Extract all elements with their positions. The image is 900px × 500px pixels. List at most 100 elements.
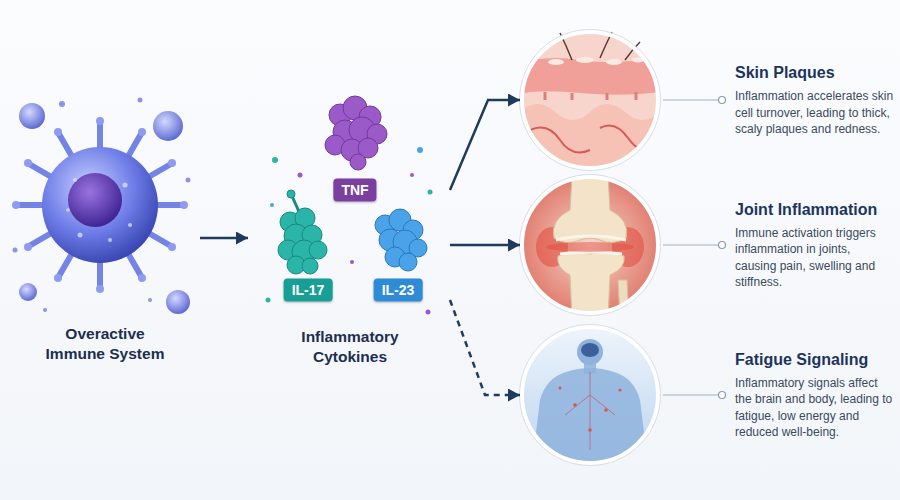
skin-illustration: [522, 32, 658, 168]
immune-cell: [12, 98, 191, 315]
cytokine-name: TNF: [341, 182, 368, 199]
immune-cell: [13, 98, 191, 313]
cytokine-molecules: [272, 157, 278, 163]
leader-line: [663, 245, 718, 246]
cytokine-name: IL-23: [382, 282, 415, 299]
immune-cell: [180, 201, 188, 209]
joint-illustration: [546, 242, 634, 252]
skin-illustration: [520, 30, 661, 171]
node-label: Overactive Immune System: [40, 324, 170, 363]
immune-cell-node: Overactive Immune System: [10, 115, 200, 367]
immune-cell: [66, 178, 132, 242]
cytokine-molecules: [350, 260, 354, 264]
immune-cell: [168, 159, 176, 167]
cytokine-molecules: [266, 96, 433, 315]
immune-cell: [78, 233, 83, 238]
body-illustration: [520, 325, 661, 466]
immune-cell: [153, 111, 183, 141]
immune-cell: [12, 117, 188, 293]
leader-line: [719, 242, 726, 249]
immune-cell: [54, 274, 62, 282]
immune-cell: [66, 208, 70, 212]
joint-illustration: [560, 252, 622, 254]
outcome-heading: Joint Inflammation: [735, 200, 894, 219]
joint-illustration: [520, 175, 661, 321]
cytokine-molecules: [417, 147, 423, 153]
joint-illustration: [520, 175, 661, 316]
immune-cell: [96, 285, 104, 293]
outcome-node: Fatigue SignalingInflammatory signals af…: [522, 325, 894, 465]
immune-cell: [24, 159, 32, 167]
joint-illustration: [522, 177, 658, 313]
immune-cell: [43, 308, 47, 312]
flow-arrow: [200, 237, 248, 240]
cytokine-molecules: [287, 190, 295, 198]
immune-cell: [59, 101, 65, 107]
body-illustration: [581, 343, 599, 357]
leader-line: [663, 100, 718, 101]
immune-cell: [54, 128, 62, 136]
immune-cell: [138, 274, 146, 282]
leader-line: [719, 392, 726, 399]
cytokine-molecules: [350, 154, 366, 170]
joint-illustration: [520, 175, 660, 320]
immune-cell: [73, 178, 77, 182]
immune-cell: [166, 290, 190, 314]
cytokine-group: Inflammatory Cytokines TNF IL-17 IL-23: [250, 95, 450, 370]
skin-illustration: [576, 57, 594, 63]
outcome-description: Inflammatory signals affect the brain an…: [735, 375, 894, 440]
cytokine-molecules: [428, 190, 433, 195]
skin-illustration: [606, 59, 622, 65]
flow-arrow: [450, 244, 520, 247]
immune-cell: [123, 183, 128, 188]
cytokine-molecules: [309, 241, 327, 259]
cytokine-molecules: [325, 96, 387, 170]
body-illustration: [559, 387, 562, 390]
immune-cell: [138, 98, 143, 103]
immune-cell: [24, 243, 32, 251]
outcome-node: Joint InflammationImmune activation trig…: [522, 175, 894, 315]
immune-cell: [13, 248, 18, 253]
body-illustration: [573, 403, 577, 407]
skin-illustration: [545, 92, 636, 100]
cytokine-molecules: [270, 203, 274, 207]
cytokine-molecules: [410, 173, 414, 177]
cytokine-tag: IL-17: [284, 279, 333, 302]
cytokine-molecules: [266, 298, 271, 303]
joint-illustration: [556, 236, 626, 240]
skin-illustration: [520, 30, 661, 171]
immune-cell: [96, 117, 104, 125]
immune-cell: [19, 283, 37, 301]
cytokine-molecules: [375, 209, 427, 271]
body-illustration: [520, 325, 660, 465]
flow-arrow: [450, 300, 520, 395]
body-illustration: [565, 372, 615, 450]
skin-illustration: [520, 58, 660, 95]
immune-cell: [186, 178, 191, 183]
cytokine-molecules: [278, 190, 327, 274]
outcome-description: Immune activation triggers inflammation …: [735, 225, 894, 290]
skin-illustration: [520, 104, 660, 170]
outcome-node: Skin PlaquesInflammation accelerates ski…: [522, 30, 894, 170]
body-illustration: [619, 389, 622, 392]
leader-line: [719, 97, 726, 104]
node-label: Inflammatory Cytokines: [285, 327, 415, 366]
cytokine-tag: TNF: [333, 179, 376, 202]
flow-arrow: [450, 100, 520, 190]
cytokine-molecules: [399, 253, 417, 271]
immune-cell: [168, 243, 176, 251]
body-illustration: [577, 339, 603, 365]
cytokine-molecules: [298, 173, 303, 178]
leader-line: [663, 395, 718, 396]
body-illustration: [520, 325, 661, 466]
cytokine-molecules: [426, 310, 431, 315]
outcome-heading: Fatigue Signaling: [735, 350, 894, 369]
outcome-description: Inflammation accelerates skin cell turno…: [735, 88, 894, 137]
immune-cell: [42, 147, 158, 263]
body-illustration: [522, 327, 658, 463]
skin-illustration: [520, 30, 660, 170]
immune-cell: [108, 238, 112, 242]
immune-cell: [19, 103, 45, 129]
